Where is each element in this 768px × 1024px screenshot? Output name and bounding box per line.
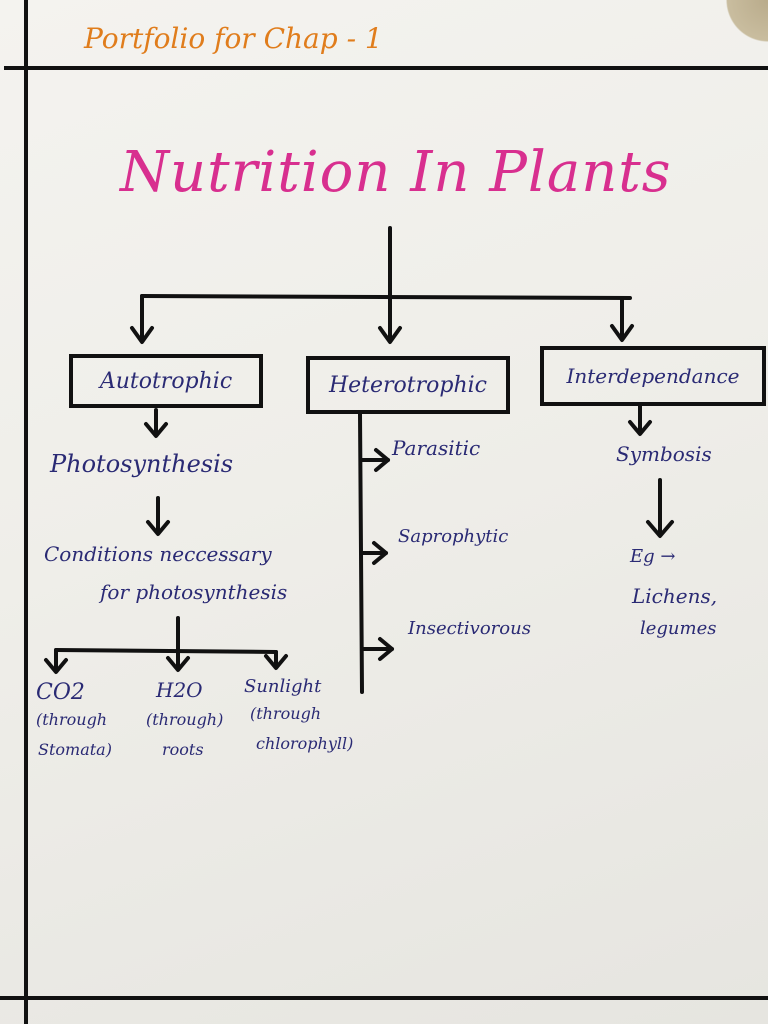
requirement-h2o-note-2: roots [162,740,204,759]
header-rule [4,66,768,70]
symbiosis-label: Symbosis [616,442,712,466]
interdependance-label: Interdependance [566,364,740,388]
requirement-sunlight-name: Sunlight [244,676,322,697]
hetero-type-parasitic: Parasitic [392,436,481,460]
table-corner [720,0,768,48]
example-lichens: Lichens, [632,584,718,608]
requirement-h2o-note-1: (through) [146,710,224,729]
requirement-sunlight-note-2: chlorophyll) [256,734,354,753]
example-legumes: legumes [640,618,717,639]
example-prefix: Eg → [630,546,676,567]
header-text: Portfolio for Chap - 1 [84,22,383,55]
interdependance-box: Interdependance [540,346,766,406]
autotrophic-box: Autotrophic [69,354,263,408]
requirement-co2-name: CO2 [36,680,85,705]
requirement-h2o-name: H2O [156,678,203,702]
requirement-co2-note-2: Stomata) [38,740,112,759]
requirement-sunlight-note-1: (through [250,704,322,723]
margin-rule [24,0,28,1024]
hetero-type-saprophytic: Saprophytic [398,526,509,547]
heterotrophic-box: Heterotrophic [306,356,510,414]
footer-rule [0,996,768,1000]
branch-bar [140,294,632,300]
conditions-line-1: Conditions neccessary [44,542,272,566]
photosynthesis-label: Photosynthesis [50,450,234,478]
heterotrophic-label: Heterotrophic [328,372,488,398]
hetero-type-insectivorous: Insectivorous [408,618,531,639]
requirement-co2-note-1: (through [36,710,108,729]
page-title: Nutrition In Plants [120,140,672,205]
conditions-line-2: for photosynthesis [100,580,288,604]
autotrophic-label: Autotrophic [99,368,233,394]
